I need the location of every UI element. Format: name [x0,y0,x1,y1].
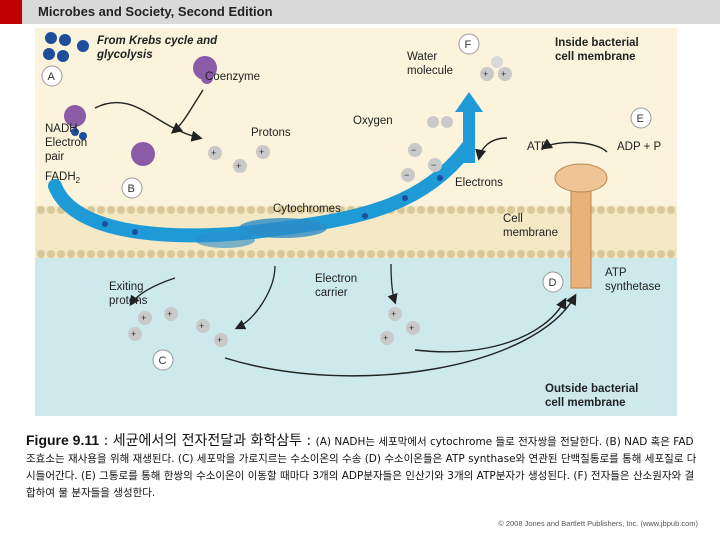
electron-transport-figure: + + + − − − + + + + + + + + + + From Kre… [35,28,677,416]
label-atp-synthetase-1: ATP [605,267,627,279]
water-arrow-shaft [463,108,475,163]
figure-title: : 세균에서의 전자전달과 화학삼투 : [99,433,316,449]
arrow-coenzyme [170,89,204,134]
label-adp: ADP + P [617,141,662,153]
label-outside-2: cell membrane [545,397,626,409]
label-cytochromes: Cytochromes [273,203,341,215]
figure-caption-body: (A) NADH는 세포막에서 cytochrome 들로 전자쌍을 전달한다.… [26,436,697,499]
svg-text:+: + [167,309,172,319]
label-atp-synthetase-2: synthetase [605,281,661,293]
svg-text:+: + [391,309,396,319]
svg-text:−: − [431,160,436,170]
svg-text:+: + [409,323,414,333]
label-exiting-2: protons [109,295,148,307]
step-marker-f: F [458,33,480,55]
svg-text:+: + [131,329,136,339]
arrow-water [475,137,508,161]
arrow-return-1 [224,293,577,377]
label-electron-pair-2: pair [45,151,64,163]
protons-inside: + + + − − − [208,143,442,182]
coenzyme-molecule [201,72,213,84]
arrow-atp [540,138,608,153]
step-marker-a: A [41,65,63,87]
figure-number: Figure 9.11 [26,432,100,448]
label-protons: Protons [251,127,291,139]
label-water-2: molecule [407,65,453,77]
book-title: Microbes and Society, Second Edition [38,4,273,19]
svg-text:+: + [483,69,488,79]
cytochromes-blob [239,218,327,238]
step-marker-c: C [152,349,174,371]
label-inside-2: cell membrane [555,51,636,63]
step-marker-e: E [630,107,652,129]
title-bar: Microbes and Society, Second Edition [0,0,720,24]
arrow-nadh [94,101,203,142]
label-fadh2-sub: 2 [76,176,81,185]
label-oxygen: Oxygen [353,115,393,127]
water-protons: + + [480,56,512,81]
label-fadh2-main: FADH [45,171,76,183]
label-electron-pair-1: Electron [45,137,87,149]
protons-outside: + + + + + + + + [128,307,420,347]
step-marker-d: D [542,271,564,293]
step-marker-b: B [121,177,143,199]
step-letter-f: F [465,39,472,51]
electrons-on-path [102,175,443,235]
step-letter-d: D [549,277,557,289]
label-electron-carrier-1: Electron [315,273,357,285]
svg-text:+: + [211,148,216,158]
electron-carrier-blob [195,232,255,248]
water-arrow-head [455,92,483,112]
step-letter-a: A [48,71,56,83]
atp-synthetase [554,163,608,289]
svg-text:+: + [199,321,204,331]
svg-text:+: + [217,335,222,345]
svg-text:+: + [383,333,388,343]
label-electron-carrier-2: carrier [315,287,348,299]
step-letter-e: E [637,113,644,125]
label-coenzyme: Coenzyme [205,71,260,83]
diagram-canvas: + + + − − − + + + + + + + + + + From Kre… [35,28,677,416]
svg-text:+: + [141,313,146,323]
svg-text:+: + [259,147,264,157]
label-outside-1: Outside bacterial [545,383,638,395]
step-letter-c: C [159,355,167,367]
label-nadh: NADH [45,123,78,135]
label-electrons: Electrons [455,177,503,189]
svg-text:−: − [404,170,409,180]
label-atp: ATP [527,141,549,153]
outside-region [35,258,677,416]
oxygen-atoms [427,116,453,128]
label-from-krebs-2: glycolysis [96,49,153,61]
svg-text:−: − [411,145,416,155]
copyright-credit: © 2008 Jones and Bartlett Publishers, In… [498,519,698,528]
arrow-return-2 [414,297,567,353]
electron-pairs [43,32,89,140]
label-water-1: Water [407,51,437,63]
svg-text:+: + [236,161,241,171]
label-from-krebs-1: From Krebs cycle and [97,35,218,47]
figure-caption: Figure 9.11 : 세균에서의 전자전달과 화학삼투 : (A) NAD… [26,432,698,502]
arrow-exiting-1 [129,277,176,307]
arrow-exiting-3 [387,263,398,305]
step-letter-b: B [128,183,135,195]
title-bar-accent [0,0,22,24]
label-inside-1: Inside bacterial [555,37,639,49]
label-cell-membrane-1: Cell [503,213,523,225]
label-exiting-1: Exiting [109,281,144,293]
svg-text:+: + [501,69,506,79]
label-fadh2: FADH2 [45,171,81,185]
label-cell-membrane-2: membrane [503,227,558,239]
arrow-exiting-2 [234,265,276,330]
